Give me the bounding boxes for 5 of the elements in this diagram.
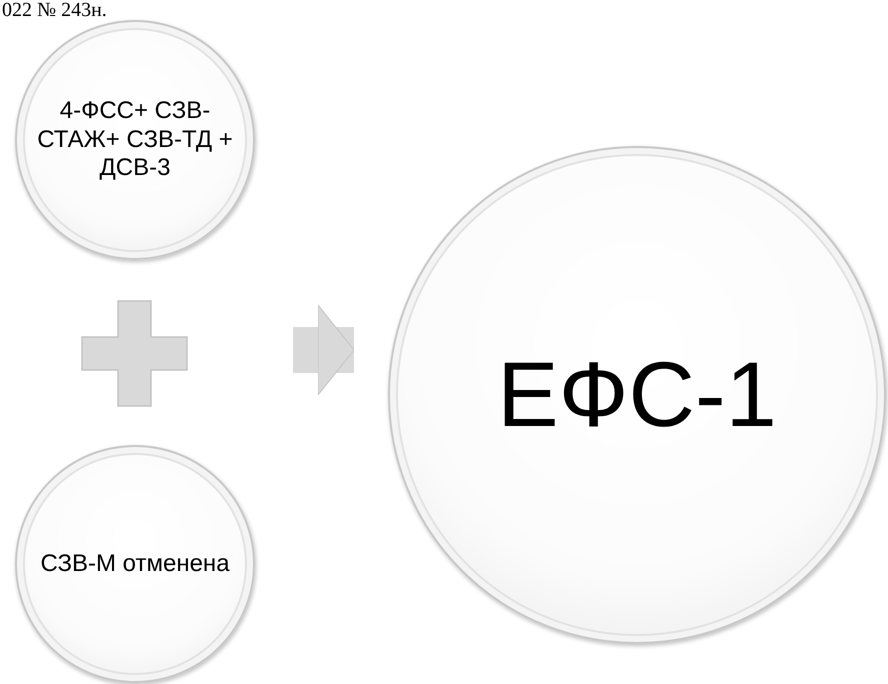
note-text: 022 № 243н. xyxy=(2,0,107,20)
node-text: 4-ФСС+ СЗВ-СТАЖ+ СЗВ-ТД + ДСВ-3 xyxy=(36,96,234,184)
block-arrow xyxy=(293,304,354,396)
node-text: СЗВ-М отменена xyxy=(40,550,230,578)
node-text: ЕФС-1 xyxy=(497,342,777,448)
